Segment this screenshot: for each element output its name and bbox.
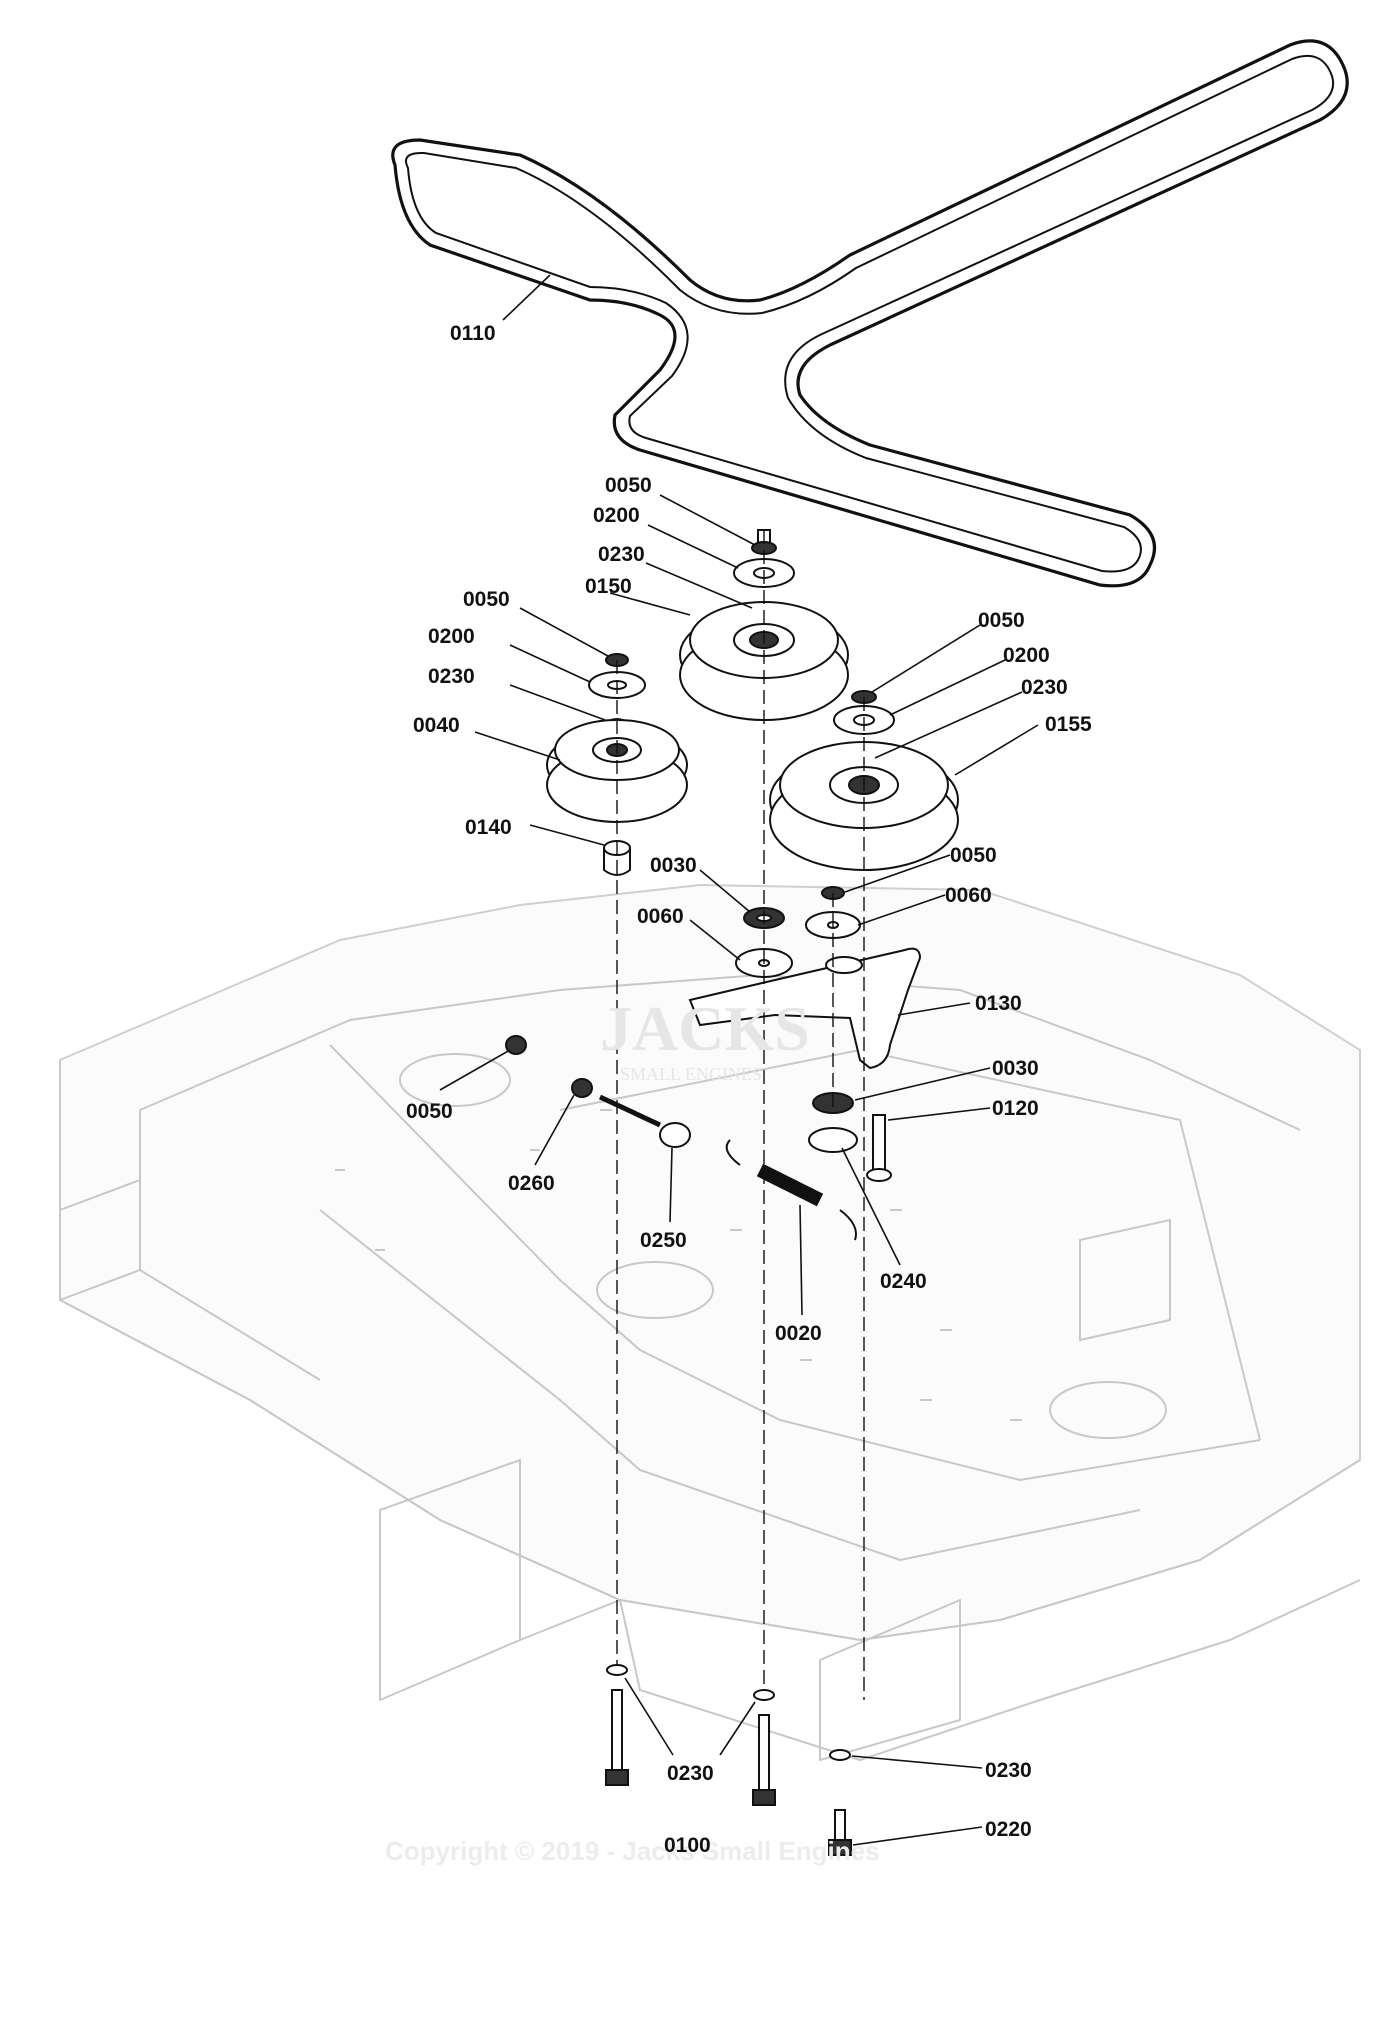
callout-left-pulley: 0040 xyxy=(413,714,460,737)
watermark-logo: JACKS xyxy=(600,993,810,1064)
idler-arm-assembly xyxy=(688,886,922,1182)
callout-spring: 0020 xyxy=(775,1322,822,1345)
watermark-logo-subtext: SMALL ENGINES xyxy=(620,1064,762,1084)
callout-right-bottom-washer: 0230 xyxy=(985,1759,1032,1782)
spring-assembly xyxy=(505,1035,857,1241)
callout-bottom-washers: 0230 xyxy=(667,1762,714,1785)
callout-deck-nut: 0050 xyxy=(406,1100,453,1123)
callout-left-nut: 0050 xyxy=(463,588,510,611)
callout-right-spacer: 0230 xyxy=(1021,676,1068,699)
assembly-axes xyxy=(616,530,865,1700)
callout-bolts: 0100 xyxy=(664,1834,711,1857)
belt xyxy=(391,39,1349,588)
callout-left-washer: 0200 xyxy=(428,625,475,648)
callout-right-nut: 0050 xyxy=(978,609,1025,632)
callout-center-spacer: 0230 xyxy=(598,543,645,566)
callout-right-pulley: 0155 xyxy=(1045,713,1092,736)
callout-belt: 0110 xyxy=(450,322,496,345)
callout-idler-arm: 0130 xyxy=(975,992,1022,1015)
bottom-bolts xyxy=(605,1664,852,1856)
callout-leaders xyxy=(439,274,1039,1846)
left-pulley-assembly xyxy=(546,653,688,823)
watermark: JACKS SMALL ENGINES Copyright © 2019 - J… xyxy=(385,993,880,1866)
callout-left-spacer: 0230 xyxy=(428,665,475,688)
callout-center-pulley: 0150 xyxy=(585,575,632,598)
copyright-text: Copyright © 2019 - Jacks Small Engines xyxy=(385,1836,880,1866)
callout-right-washer: 0200 xyxy=(1003,644,1050,667)
callout-bolt-0220: 0220 xyxy=(985,1818,1032,1841)
callout-nut-0260: 0260 xyxy=(508,1172,555,1195)
callout-washer-0240: 0240 xyxy=(880,1270,927,1293)
callout-arm-nut: 0050 xyxy=(950,844,997,867)
callout-pin: 0120 xyxy=(992,1097,1039,1120)
callout-arm-washer-top: 0060 xyxy=(945,884,992,907)
callout-spacer-0140: 0140 xyxy=(465,816,512,839)
callout-eyebolt: 0250 xyxy=(640,1229,687,1252)
callout-washer-mid: 0060 xyxy=(637,905,684,928)
callout-labels: 0110 0050 0200 0230 0150 0050 0200 0230 … xyxy=(406,322,1092,1857)
callout-bushing-bottom: 0030 xyxy=(992,1057,1039,1080)
callout-center-washer: 0200 xyxy=(593,504,640,527)
callout-bushing-top: 0030 xyxy=(650,854,697,877)
callout-center-nut: 0050 xyxy=(605,474,652,497)
